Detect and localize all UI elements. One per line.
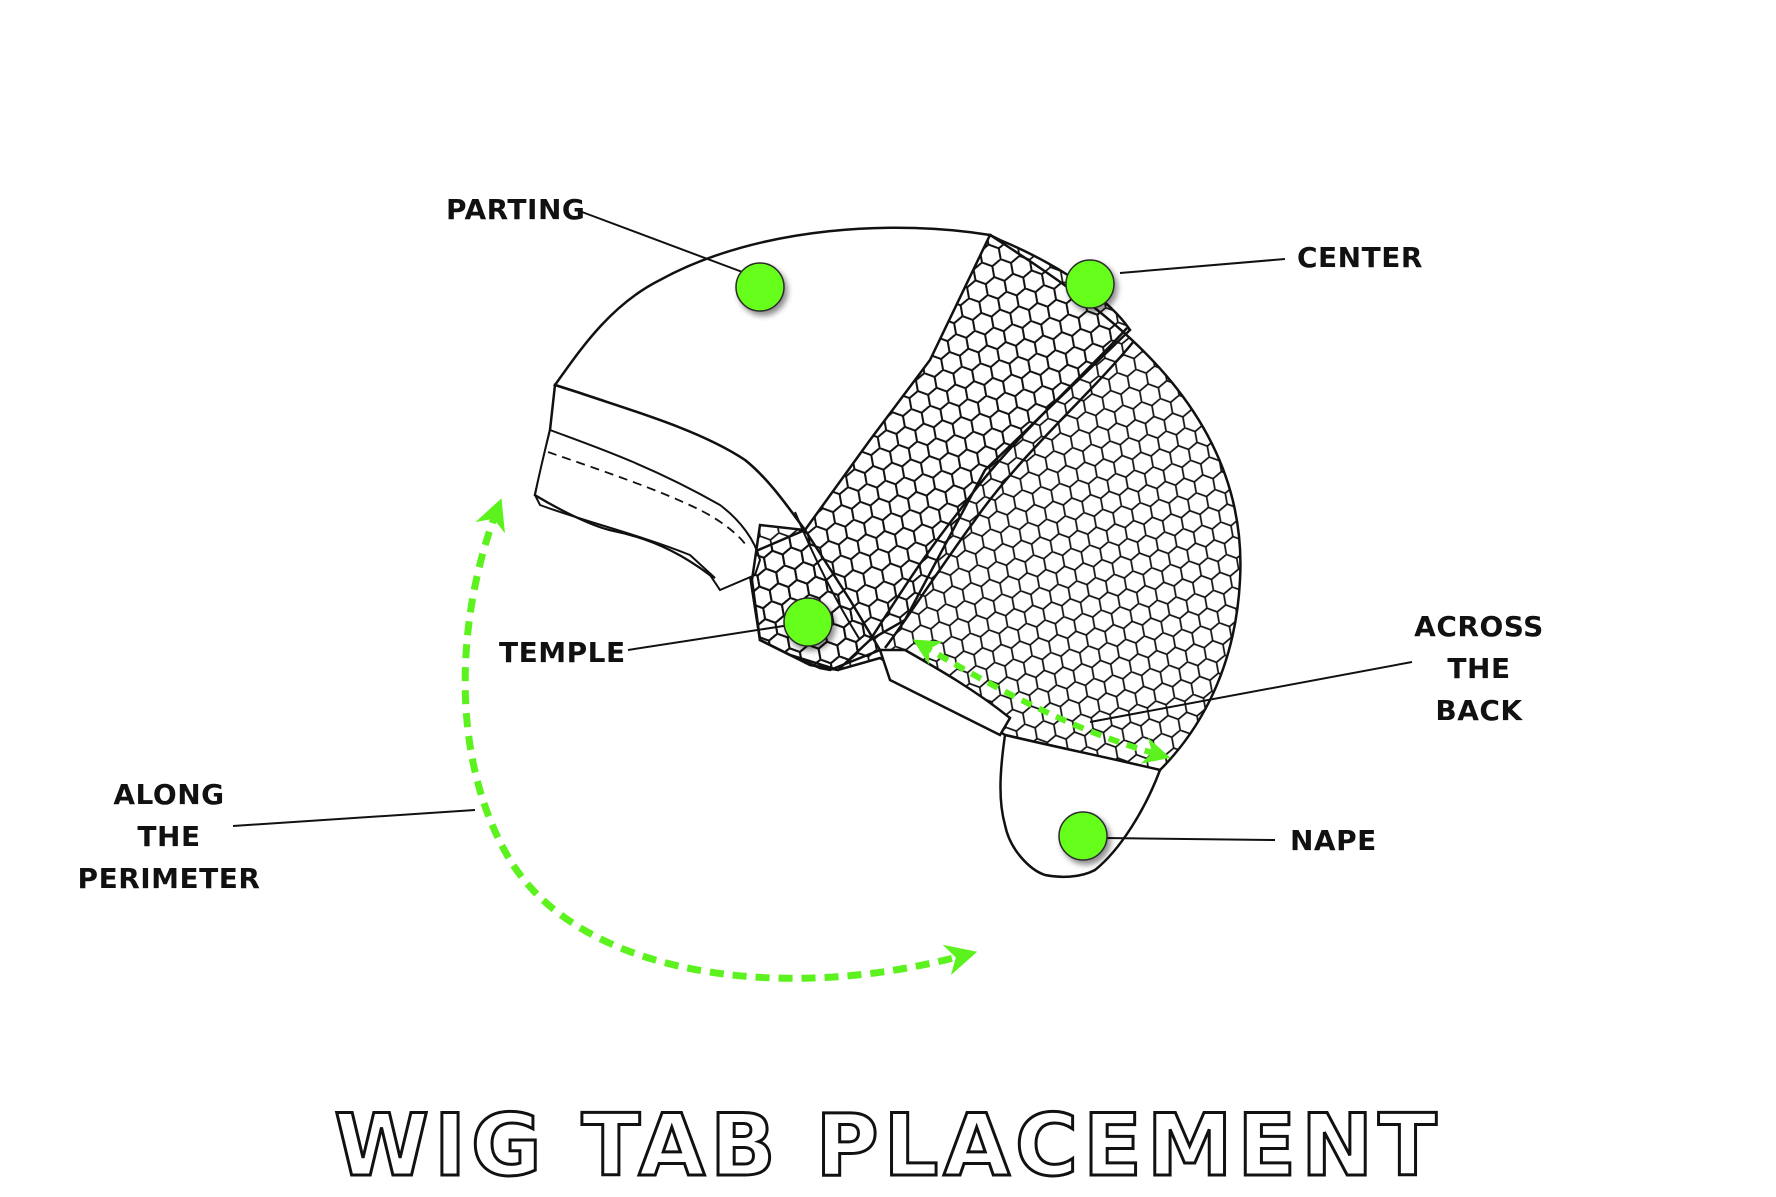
label-temple-text: TEMPLE: [499, 636, 626, 669]
leader-parting: [581, 211, 746, 274]
tab-marker-center: [1065, 259, 1115, 309]
leader-nape: [1104, 837, 1276, 841]
label-along-line-3: PERIMETER: [77, 862, 261, 895]
label-across-line-2: THE: [1447, 652, 1511, 685]
label-center: CENTER: [1297, 237, 1423, 279]
perimeter-arrow: [461, 498, 978, 982]
label-parting: PARTING: [446, 189, 585, 231]
tab-marker-temple: [783, 597, 833, 647]
label-parting-text: PARTING: [446, 193, 586, 226]
label-nape-text: NAPE: [1290, 824, 1377, 857]
label-along-line-1: ALONG: [113, 778, 225, 811]
label-temple: TEMPLE: [499, 632, 626, 674]
leader-center: [1119, 258, 1286, 274]
label-across-the-back: ACROSS THE BACK: [1404, 606, 1554, 732]
diagram-title: WIG TAB PLACEMENT: [333, 1095, 1442, 1197]
tab-marker-parting: [735, 262, 785, 312]
label-across-line-1: ACROSS: [1414, 610, 1544, 643]
label-nape: NAPE: [1290, 820, 1377, 862]
label-center-text: CENTER: [1297, 241, 1423, 274]
label-across-line-3: BACK: [1435, 694, 1523, 727]
leader-along-the-perimeter: [232, 809, 476, 827]
tab-marker-nape: [1058, 811, 1108, 861]
label-along-the-perimeter: ALONG THE PERIMETER: [74, 774, 264, 900]
label-along-line-2: THE: [137, 820, 201, 853]
